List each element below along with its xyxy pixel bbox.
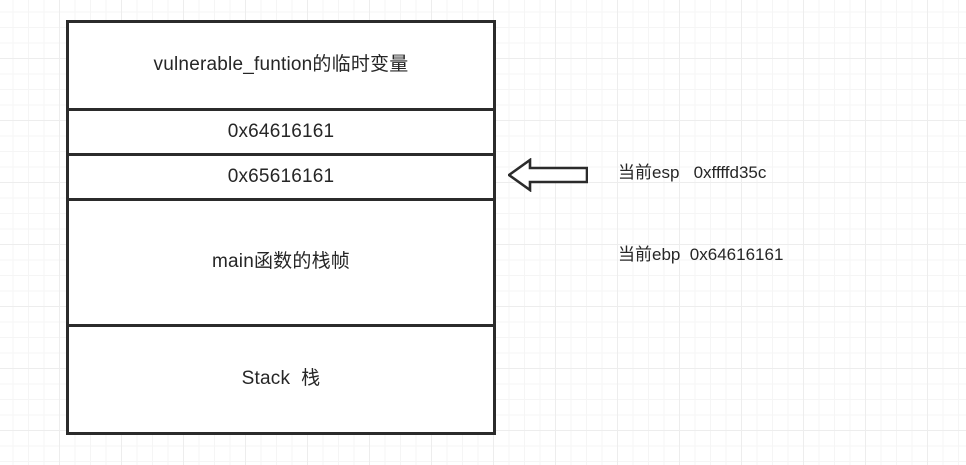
- stack-row: vulnerable_funtion的临时变量: [69, 23, 493, 108]
- ebp-annotation: 当前ebp 0x64616161: [618, 245, 784, 264]
- stack-row: 0x65616161: [69, 153, 493, 198]
- stack-row: Stack 栈: [69, 324, 493, 432]
- stack-row: 0x64616161: [69, 108, 493, 153]
- arrow-left-icon: [508, 158, 588, 192]
- stack-row-label: Stack 栈: [241, 368, 321, 390]
- stack-row: main函数的栈帧: [69, 198, 493, 324]
- stack-row-label: 0x64616161: [227, 120, 335, 142]
- esp-annotation: 当前esp 0xffffd35c: [618, 163, 767, 182]
- stack-diagram-box: vulnerable_funtion的临时变量 0x64616161 0x656…: [66, 20, 496, 435]
- stack-row-label: 0x65616161: [227, 165, 335, 187]
- stack-row-label: vulnerable_funtion的临时变量: [153, 54, 409, 76]
- stack-row-label: main函数的栈帧: [212, 251, 350, 273]
